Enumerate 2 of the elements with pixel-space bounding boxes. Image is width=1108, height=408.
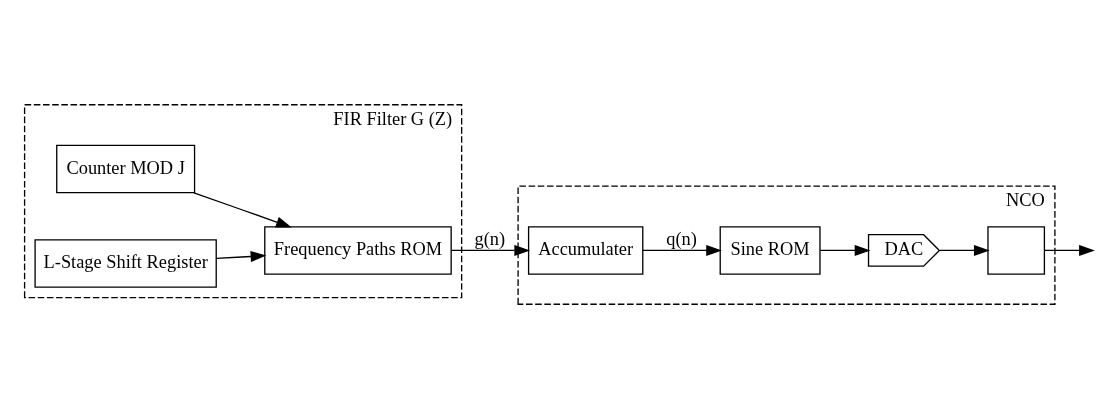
edge-label: g(n) — [474, 228, 506, 249]
edge-label: q(n) — [666, 228, 697, 249]
